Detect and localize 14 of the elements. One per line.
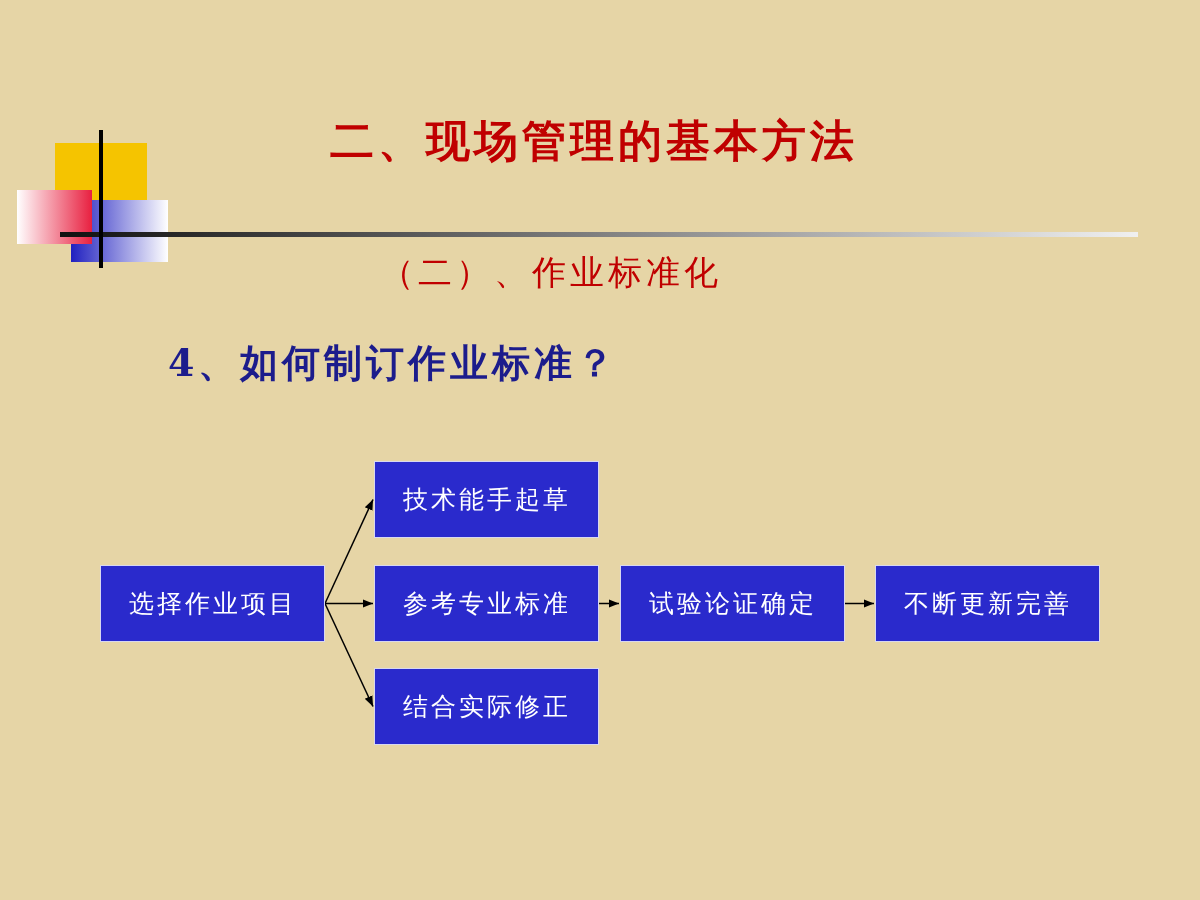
arrow xyxy=(598,599,620,608)
process-box: 参考专业标准 xyxy=(374,565,599,642)
process-box: 选择作业项目 xyxy=(100,565,325,642)
arrow xyxy=(324,498,374,605)
arrow xyxy=(324,602,374,708)
process-box: 不断更新完善 xyxy=(875,565,1100,642)
process-box: 技术能手起草 xyxy=(374,461,599,538)
question-heading: 4、如何制订作业标准？ xyxy=(168,339,619,387)
arrow xyxy=(844,599,875,608)
arrow xyxy=(324,599,374,608)
process-box: 试验论证确定 xyxy=(620,565,845,642)
title: 二、现场管理的基本方法 xyxy=(330,114,858,168)
subtitle: （二）、作业标准化 xyxy=(380,251,722,294)
process-box: 结合实际修正 xyxy=(374,668,599,745)
